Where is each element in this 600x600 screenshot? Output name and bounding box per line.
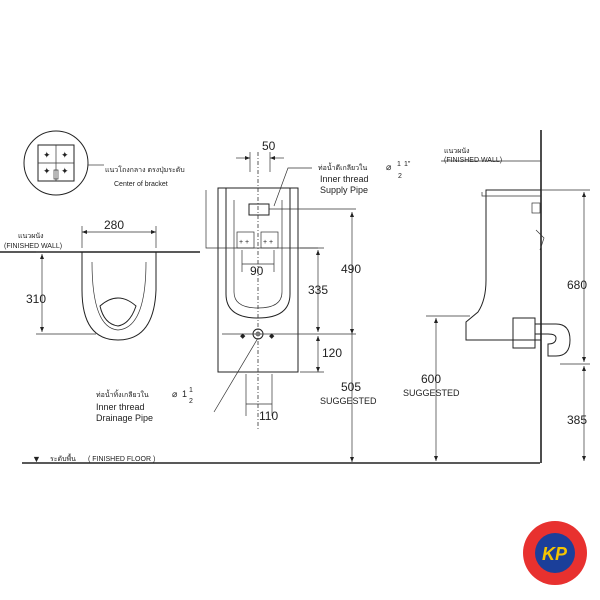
supply-size-inch: 1" — [404, 161, 411, 168]
svg-text:+ +: + + — [263, 239, 273, 246]
finished-wall-thai-left: แนวผนัง — [18, 232, 44, 240]
supply-size: 1 — [397, 161, 401, 168]
svg-text:✦: ✦ — [61, 150, 69, 160]
dim-335: 335 — [308, 283, 328, 297]
front-view: + + + + ◆ ◆ — [205, 152, 356, 462]
suggested-label-b: SUGGESTED — [403, 388, 460, 398]
bracket-thai-label: แนวโถงกลาง ตรงปุ่มระดับ — [105, 165, 185, 174]
supply-thai-label: ท่อน้ำดีเกลียวใน — [318, 161, 367, 172]
drain-line1: Inner thread — [96, 402, 145, 412]
top-view: แนวผนัง (FINISHED WALL) — [0, 226, 200, 341]
bracket-detail: ✦ ✦ ✦ ✦ — [23, 130, 104, 196]
dim-490: 490 — [341, 262, 361, 276]
floor-thai-label: ระดับพื้น — [50, 452, 76, 463]
supply-line1: Inner thread — [320, 174, 369, 184]
supply-size-den: 2 — [398, 173, 402, 180]
finished-floor-label: ( FINISHED FLOOR ) — [88, 456, 155, 463]
side-view — [426, 130, 590, 463]
center-of-bracket-label: Center of bracket — [114, 181, 168, 188]
svg-text:✦: ✦ — [43, 150, 51, 160]
dim-310: 310 — [26, 292, 46, 306]
kp-logo: KP — [523, 521, 587, 585]
dim-505: 505 — [341, 380, 361, 394]
dim-600: 600 — [421, 372, 441, 386]
dim-680: 680 — [567, 278, 587, 292]
svg-text:✦: ✦ — [43, 166, 51, 176]
drain-size-num: 1 — [189, 387, 193, 394]
svg-text:✦: ✦ — [61, 166, 69, 176]
drain-line2: Drainage Pipe — [96, 413, 153, 423]
drain-size-den: 2 — [189, 398, 193, 405]
suggested-label-a: SUGGESTED — [320, 396, 377, 406]
drain-diameter-icon: ⌀ — [172, 389, 178, 399]
drain-thai-label: ท่อน้ำทิ้งเกลียวใน — [96, 388, 149, 399]
dim-110: 110 — [259, 409, 278, 423]
svg-text:◆: ◆ — [269, 333, 275, 340]
finished-wall-left: (FINISHED WALL) — [4, 243, 62, 250]
logo-text: KP — [542, 544, 568, 564]
dim-50: 50 — [262, 139, 276, 153]
svg-text:◆: ◆ — [240, 333, 246, 340]
dim-120: 120 — [322, 346, 342, 360]
supply-line2: Supply Pipe — [320, 185, 368, 195]
finished-wall-right: (FINISHED WALL) — [444, 157, 502, 164]
svg-text:+ +: + + — [239, 239, 249, 246]
supply-diameter-icon: ⌀ — [386, 162, 392, 172]
dim-385: 385 — [567, 413, 587, 427]
dim-280: 280 — [104, 218, 124, 232]
dim-90: 90 — [250, 264, 264, 278]
floor-marker-icon: ▼ — [32, 454, 41, 464]
drain-size: 1 — [182, 389, 187, 399]
finished-wall-thai-right: แนวผนัง — [444, 147, 470, 155]
